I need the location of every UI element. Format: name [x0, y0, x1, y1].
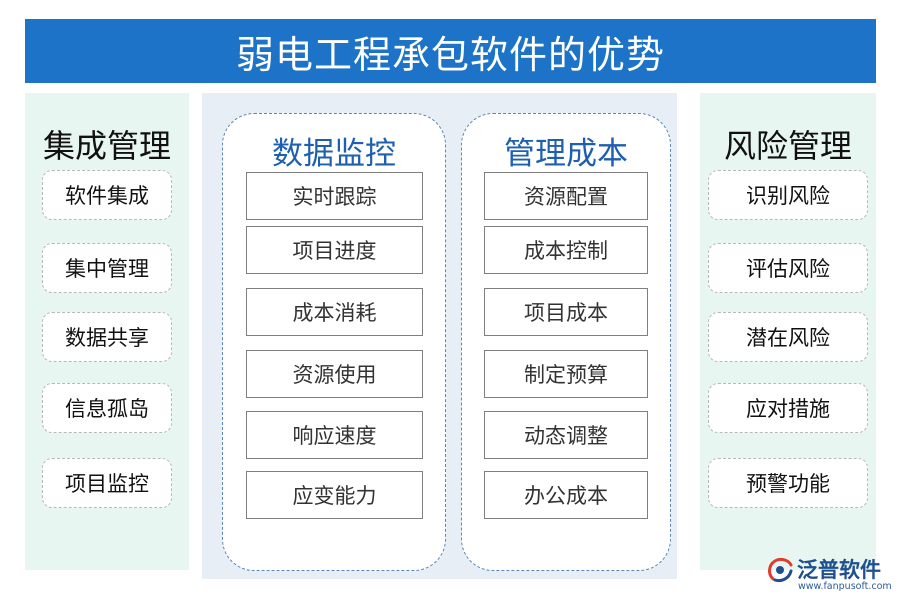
integration-heading: 集成管理 [42, 127, 171, 165]
risk-item: 预警功能 [708, 458, 868, 508]
cost-management-item: 动态调整 [484, 411, 648, 459]
data-monitor-item: 成本消耗 [246, 288, 423, 336]
risk-panel: 风险管理 识别风险 评估风险 潜在风险 应对措施 预警功能 [700, 93, 876, 570]
integration-item: 项目监控 [42, 458, 172, 508]
data-monitor-item: 资源使用 [246, 350, 423, 398]
integration-panel: 集成管理 软件集成 集中管理 数据共享 信息孤岛 项目监控 [25, 93, 189, 570]
title-banner: 弱电工程承包软件的优势 [25, 19, 876, 83]
integration-item: 信息孤岛 [42, 383, 172, 433]
brand-logo: 泛普软件 www.fanpusoft.com [765, 552, 892, 596]
risk-item: 潜在风险 [708, 312, 868, 362]
integration-item: 软件集成 [42, 170, 172, 220]
cost-management-item: 成本控制 [484, 226, 648, 274]
cost-management-item: 资源配置 [484, 172, 648, 220]
integration-item: 集中管理 [42, 243, 172, 293]
data-monitor-item: 项目进度 [246, 226, 423, 274]
data-monitor-column: 数据监控 实时跟踪 项目进度 成本消耗 资源使用 响应速度 应变能力 [222, 113, 446, 571]
risk-item: 识别风险 [708, 170, 868, 220]
cost-management-item: 制定预算 [484, 350, 648, 398]
data-monitor-item: 实时跟踪 [246, 172, 423, 220]
data-monitor-item: 应变能力 [246, 471, 423, 519]
integration-item: 数据共享 [42, 312, 172, 362]
risk-item: 应对措施 [708, 383, 868, 433]
diagram-title: 弱电工程承包软件的优势 [235, 32, 665, 77]
cost-management-item: 项目成本 [484, 288, 648, 336]
data-monitor-item: 响应速度 [246, 411, 423, 459]
cost-management-heading: 管理成本 [504, 136, 628, 172]
cost-management-column: 管理成本 资源配置 成本控制 项目成本 制定预算 动态调整 办公成本 [461, 113, 671, 571]
logo-icon [768, 557, 793, 583]
logo-name: 泛普软件 [797, 558, 881, 582]
risk-heading: 风险管理 [723, 127, 852, 165]
logo-url: www.fanpusoft.com [798, 581, 892, 592]
risk-item: 评估风险 [708, 243, 868, 293]
cost-management-item: 办公成本 [484, 471, 648, 519]
data-monitor-heading: 数据监控 [272, 136, 396, 172]
